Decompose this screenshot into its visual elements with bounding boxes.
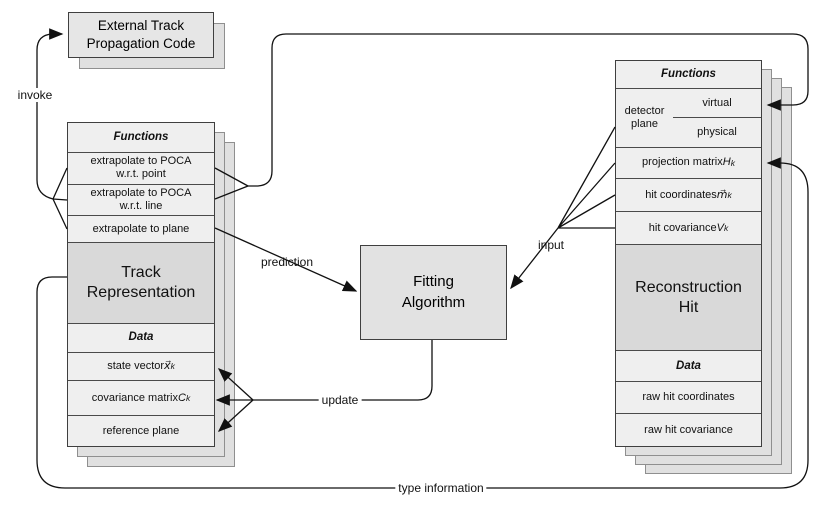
- type-information-label: type information: [395, 481, 487, 495]
- reconstruction-hit-title-label: Reconstruction Hit: [635, 278, 742, 316]
- input-label: input: [537, 238, 565, 252]
- row-var: m⃗: [716, 188, 728, 201]
- track-data-state-vector: state vector x⃗k: [68, 352, 214, 382]
- reconstruction-hit-box: Functions detector plane virtual physica…: [615, 60, 762, 447]
- fn-line: w.r.t. line: [119, 200, 163, 212]
- external-box-line2: Propagation Code: [86, 36, 196, 51]
- row-text: projection matrix: [642, 156, 723, 169]
- track-fn-extrapolate-poca-line: extrapolate to POCA w.r.t. line: [68, 184, 214, 217]
- row-text: covariance matrix: [91, 391, 178, 404]
- dp-line: plane: [631, 117, 658, 130]
- row-text: state vector: [107, 360, 165, 372]
- row-sub: k: [185, 393, 191, 404]
- hit-data-raw-coordinates: raw hit coordinates: [616, 382, 761, 415]
- invoke-fan-line: [52, 167, 68, 230]
- hit-data-header-label: Data: [676, 359, 701, 372]
- fitting-algorithm-title: Fitting Algorithm: [401, 273, 466, 311]
- row-text: raw hit covariance: [644, 423, 733, 436]
- input-arrow: [510, 227, 559, 290]
- row-sub: k: [730, 157, 735, 168]
- row-text: raw hit coordinates: [642, 391, 735, 404]
- row-sub: k: [723, 223, 729, 234]
- update-trunk-line: [253, 340, 433, 401]
- track-representation-title: Track Representation: [68, 243, 214, 324]
- fitting-algorithm-box: Fitting Algorithm: [360, 245, 507, 340]
- row-text: hit coordinates: [645, 188, 717, 201]
- track-representation-box: Functions extrapolate to POCA w.r.t. poi…: [67, 122, 215, 447]
- external-box-line1: External Track: [97, 18, 185, 34]
- track-fn-extrapolate-plane: extrapolate to plane: [68, 216, 214, 244]
- track-functions-header-label: Functions: [113, 130, 169, 143]
- update-label: update: [318, 393, 362, 407]
- detector-plane-virtual: virtual: [673, 89, 761, 119]
- hit-fn-hit-coordinates: hit coordinates m⃗k: [616, 179, 761, 213]
- track-fn-extrapolate-poca-point: extrapolate to POCA w.r.t. point: [68, 152, 214, 185]
- fn-line: extrapolate to POCA: [90, 187, 192, 200]
- fn-line: extrapolate to POCA: [90, 155, 192, 168]
- row-sub: k: [727, 190, 732, 201]
- detector-plane-physical: physical: [673, 118, 761, 146]
- hit-functions-header: Functions: [616, 61, 761, 89]
- row-var: C: [178, 391, 186, 404]
- external-propagation-box: External Track Propagation Code: [68, 12, 214, 58]
- row-text: hit covariance: [648, 221, 717, 234]
- invoke-arrow: [36, 28, 64, 200]
- hit-data-header: Data: [616, 351, 761, 383]
- fn-line: w.r.t. point: [116, 168, 166, 181]
- row-sub: k: [170, 361, 175, 372]
- detector-plane-label: detector plane: [616, 89, 673, 147]
- prediction-label: prediction: [260, 255, 314, 269]
- dp-option-label: physical: [697, 125, 737, 138]
- dp-option-label: virtual: [702, 96, 732, 109]
- track-data-header: Data: [68, 323, 214, 353]
- hit-functions-header-label: Functions: [661, 67, 716, 80]
- fn-line: extrapolate to plane: [92, 222, 190, 235]
- row-text: reference plane: [102, 424, 180, 437]
- track-data-header-label: Data: [128, 330, 154, 343]
- reconstruction-hit-title: Reconstruction Hit: [616, 245, 761, 352]
- hit-data-raw-covariance: raw hit covariance: [616, 414, 761, 446]
- track-data-reference-plane: reference plane: [68, 416, 214, 446]
- row-var: H: [722, 156, 731, 169]
- invoke-label: invoke: [14, 88, 56, 102]
- track-functions-header: Functions: [68, 123, 214, 153]
- input-fan-line: [557, 126, 616, 229]
- track-representation-title-label: Track Representation: [86, 264, 196, 301]
- dp-line: detector: [624, 104, 665, 117]
- row-var: V: [716, 221, 724, 234]
- hit-fn-detector-plane: detector plane virtual physical: [616, 88, 761, 148]
